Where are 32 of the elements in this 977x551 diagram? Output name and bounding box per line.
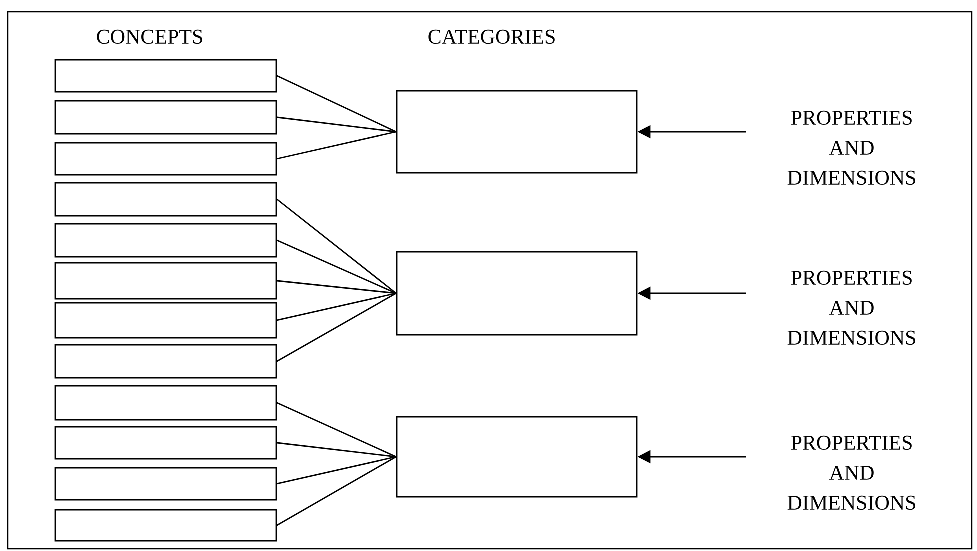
text-label: PROPERTIES AND DIMENSIONS bbox=[788, 110, 916, 186]
concept-box bbox=[54, 262, 278, 300]
category-box bbox=[396, 416, 638, 498]
concept-box bbox=[54, 467, 278, 501]
column-heading: CONCEPTS bbox=[97, 30, 202, 44]
connector-line bbox=[276, 240, 397, 294]
concept-box bbox=[54, 182, 278, 217]
concept-box bbox=[54, 100, 278, 135]
connector-line bbox=[277, 442, 396, 458]
category-box bbox=[396, 90, 638, 174]
category-box bbox=[396, 251, 638, 336]
text-label: PROPERTIES AND DIMENSIONS bbox=[788, 270, 916, 346]
connector-line bbox=[276, 292, 397, 362]
connector-line bbox=[276, 198, 397, 294]
concept-box bbox=[54, 509, 278, 542]
concept-box bbox=[54, 223, 278, 258]
concept-box bbox=[54, 302, 278, 339]
concept-box bbox=[54, 426, 278, 460]
concept-box bbox=[54, 385, 278, 421]
connector-line bbox=[277, 292, 396, 322]
concept-box bbox=[54, 344, 278, 379]
connector-line bbox=[277, 280, 396, 294]
column-heading: CATEGORIES bbox=[428, 30, 555, 44]
connector-line bbox=[277, 131, 396, 160]
connector-line bbox=[277, 456, 396, 485]
concept-box bbox=[54, 142, 278, 176]
connector-line bbox=[276, 456, 397, 526]
text-label: PROPERTIES AND DIMENSIONS bbox=[788, 436, 916, 510]
connector-line bbox=[276, 402, 397, 458]
connector-line bbox=[277, 116, 396, 133]
connector-line bbox=[276, 75, 397, 133]
concept-box bbox=[54, 59, 278, 93]
